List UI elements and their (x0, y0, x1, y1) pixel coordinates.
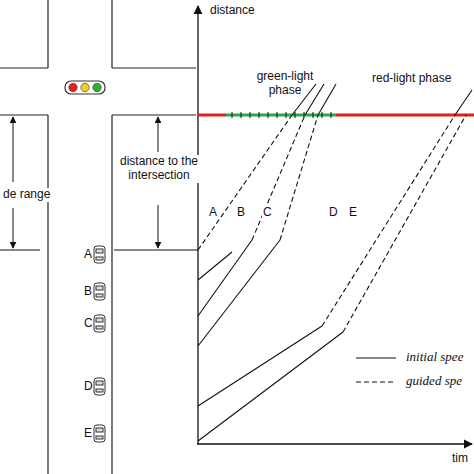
axes (197, 6, 472, 444)
axis-label: distance (210, 4, 255, 18)
phase-label: green-light phase (240, 70, 330, 98)
initial-speed-line (198, 240, 280, 346)
axis-label: tim (452, 452, 468, 466)
trajectory-label: E (348, 206, 358, 220)
car-label: E (84, 427, 92, 441)
phase-tick (304, 112, 305, 118)
phase-tick (232, 112, 233, 118)
cars (94, 246, 105, 442)
initial-speed-line (198, 332, 343, 441)
phase-tick (313, 112, 314, 118)
legend-sample (356, 357, 396, 358)
phase-label: red-light phase (372, 72, 451, 86)
phase-tick (241, 112, 242, 118)
car-label: D (84, 380, 93, 394)
phase-tick (295, 112, 296, 118)
car-label: A (84, 248, 92, 262)
trajectories (198, 84, 472, 441)
guided-speed-line (322, 115, 455, 326)
range-label: distance to the intersection (118, 155, 200, 183)
range-label: de range (2, 188, 51, 202)
phase-tick (259, 112, 260, 118)
trajectory-label: D (328, 206, 339, 220)
guided-speed-line (343, 115, 466, 332)
dimension-arrows (0, 117, 198, 250)
legend-text: initial spee (406, 350, 463, 365)
guided-speed-line (280, 115, 318, 240)
road (0, 0, 196, 474)
phase-tick (277, 112, 278, 118)
guided-speed-line (198, 115, 292, 250)
initial-speed-line (455, 90, 472, 115)
car-label: C (84, 317, 93, 331)
phase-tick (286, 112, 287, 118)
trajectory-label: B (236, 206, 246, 220)
initial-speed-line (318, 84, 336, 115)
phase-tick (250, 112, 251, 118)
trajectory-label: A (208, 206, 218, 220)
trajectory-label: C (262, 206, 273, 220)
phase-tick (268, 112, 269, 118)
guided-speed-line (252, 115, 305, 240)
phase-tick (322, 112, 323, 118)
phase-tick (331, 112, 332, 118)
car-label: B (84, 285, 92, 299)
legend-sample (356, 381, 396, 382)
signal-phase-bar (198, 112, 474, 118)
initial-speed-line (198, 240, 252, 316)
legend-text: guided spe (406, 374, 462, 389)
traffic-light (65, 81, 105, 94)
